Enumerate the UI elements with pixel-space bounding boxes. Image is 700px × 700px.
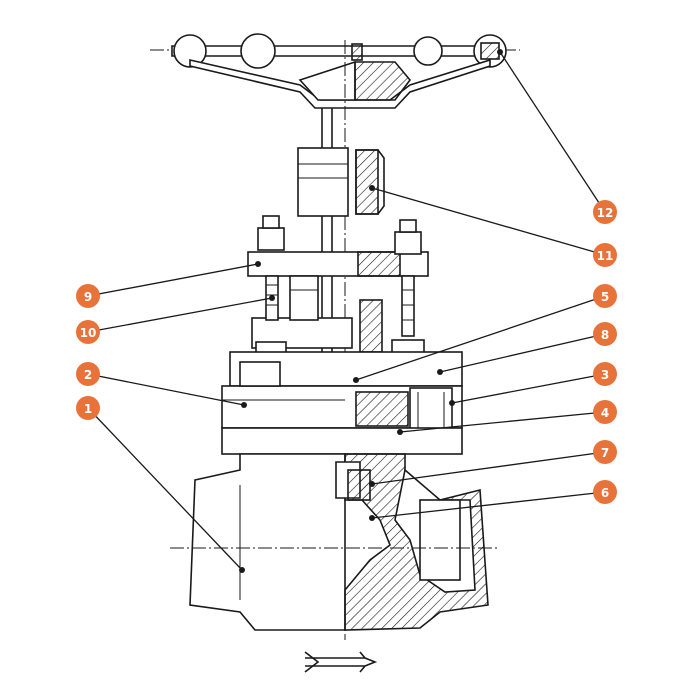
callout-badges: 1 2 3 4 5 6 7 8 9 10 11 12 (76, 200, 617, 504)
callout-3: 3 (593, 362, 617, 386)
leader-lines (87, 49, 606, 573)
callout-12: 12 (593, 200, 617, 224)
callout-9: 9 (76, 284, 100, 308)
svg-text:4: 4 (601, 406, 609, 420)
callout-5: 5 (593, 284, 617, 308)
svg-text:5: 5 (601, 290, 609, 304)
stem (297, 40, 385, 640)
callout-6: 6 (593, 480, 617, 504)
svg-text:9: 9 (84, 290, 92, 304)
svg-text:2: 2 (84, 368, 92, 382)
svg-text:6: 6 (601, 486, 609, 500)
svg-text:3: 3 (601, 368, 609, 382)
bonnet (221, 351, 463, 455)
svg-text:11: 11 (597, 249, 614, 263)
callout-8: 8 (593, 322, 617, 346)
flow-direction-arrow-icon (304, 651, 378, 673)
svg-text:1: 1 (84, 402, 92, 416)
callout-11: 11 (593, 243, 617, 267)
yoke (247, 251, 429, 353)
valve-body (170, 453, 500, 631)
svg-text:8: 8 (601, 328, 609, 342)
svg-text:7: 7 (601, 446, 609, 460)
callout-10: 10 (76, 320, 100, 344)
callout-1: 1 (76, 396, 100, 420)
handwheel (150, 33, 520, 109)
svg-text:12: 12 (597, 206, 614, 220)
svg-text:10: 10 (80, 326, 97, 340)
callout-4: 4 (593, 400, 617, 424)
callout-2: 2 (76, 362, 100, 386)
callout-7: 7 (593, 440, 617, 464)
